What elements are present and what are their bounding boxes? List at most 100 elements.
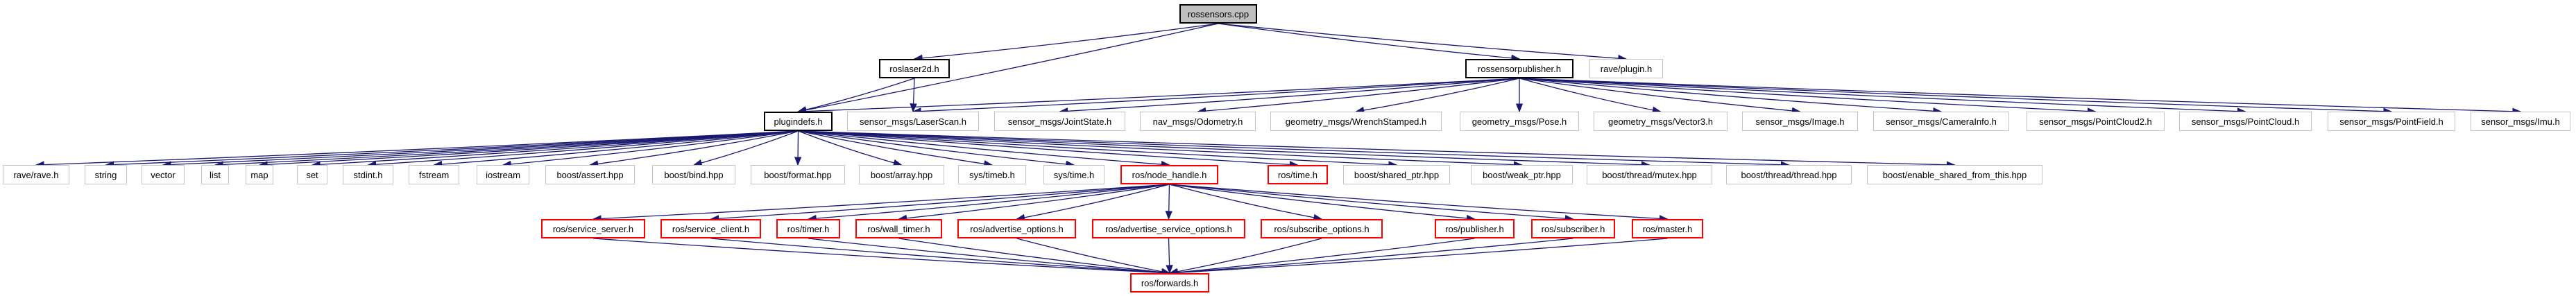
edge-plugindefs-to-list — [214, 130, 799, 168]
edge-plugindefs-to-stdint — [367, 130, 799, 168]
edge-master-to-forwards — [1168, 238, 1668, 277]
edge-advertise_service_options-to-forwards — [1166, 238, 1173, 275]
graph-node-ros_time[interactable]: ros/time.h — [1268, 165, 1328, 184]
graph-node-list[interactable]: list — [201, 165, 229, 184]
graph-node-node_handle[interactable]: ros/node_handle.h — [1120, 165, 1218, 184]
graph-node-pointcloud[interactable]: sensor_msgs/PointCloud.h — [2179, 112, 2312, 131]
graph-node-master[interactable]: ros/master.h — [1632, 219, 1703, 238]
edge-rossensors_cpp-to-rave_plugin — [1218, 23, 1628, 62]
graph-node-image[interactable]: sensor_msgs/Image.h — [1742, 112, 1858, 131]
graph-node-wall_timer[interactable]: ros/wall_timer.h — [855, 219, 942, 238]
edge-plugindefs-to-boost_bind — [692, 130, 799, 166]
edge-plugindefs-to-boost_array — [798, 130, 903, 166]
edge-rossensorpublisher-to-pointcloud — [1519, 78, 2246, 115]
edge-rossensorpublisher-to-image — [1519, 78, 1801, 115]
graph-node-publisher[interactable]: ros/publisher.h — [1435, 219, 1515, 238]
graph-node-set[interactable]: set — [297, 165, 327, 184]
graph-node-plugindefs[interactable]: plugindefs.h — [764, 112, 833, 131]
graph-node-pointcloud2[interactable]: sensor_msgs/PointCloud2.h — [2027, 112, 2165, 131]
edge-plugindefs-to-vector — [162, 130, 799, 168]
graph-node-rossensorpublisher[interactable]: rossensorpublisher.h — [1465, 59, 1573, 78]
graph-node-rave_plugin[interactable]: rave/plugin.h — [1589, 59, 1663, 78]
edge-node_handle-to-wall_timer — [898, 184, 1170, 222]
edge-rossensorpublisher-to-pointcloud2 — [1519, 78, 2097, 115]
graph-node-sys_timeb[interactable]: sys/timeb.h — [958, 165, 1026, 184]
edge-timer-to-forwards — [808, 238, 1171, 277]
edge-plugindefs-to-weak_ptr — [798, 130, 1523, 168]
edge-node_handle-to-advertise_options — [1016, 184, 1170, 221]
edge-plugindefs-to-rave_rave — [35, 130, 799, 168]
edge-rossensors_cpp-to-rossensorpublisher — [1218, 23, 1521, 62]
graph-node-rossensors_cpp[interactable]: rossensors.cpp — [1179, 4, 1257, 24]
edge-node_handle-to-publisher — [1169, 184, 1476, 223]
graph-node-boost_array[interactable]: boost/array.hpp — [859, 165, 944, 184]
edge-rossensorpublisher-to-wrenchstamped — [1355, 78, 1520, 114]
graph-node-weak_ptr[interactable]: boost/weak_ptr.hpp — [1471, 165, 1573, 184]
edge-rossensorpublisher-to-pointfield — [1519, 78, 2393, 115]
edge-rossensorpublisher-to-imu — [1519, 78, 2522, 115]
graph-node-service_client[interactable]: ros/service_client.h — [660, 219, 761, 238]
graph-node-camerainfo[interactable]: sensor_msgs/CameraInfo.h — [1873, 112, 2009, 131]
edge-plugindefs-to-boost_assert — [589, 130, 799, 168]
edge-rossensorpublisher-to-plugindefs — [797, 78, 1520, 115]
graph-node-boost_assert[interactable]: boost/assert.hpp — [545, 165, 635, 184]
edge-publisher-to-forwards — [1168, 238, 1475, 277]
graph-node-timer[interactable]: ros/timer.h — [776, 219, 840, 238]
graph-node-roslaser2d[interactable]: roslaser2d.h — [879, 59, 950, 78]
graph-node-stdint[interactable]: stdint.h — [343, 165, 393, 184]
graph-node-odometry[interactable]: nav_msgs/Odometry.h — [1140, 112, 1256, 131]
graph-node-jointstate[interactable]: sensor_msgs/JointState.h — [994, 112, 1125, 131]
graph-node-advertise_service_options[interactable]: ros/advertise_service_options.h — [1092, 219, 1245, 238]
graph-node-vector3[interactable]: geometry_msgs/Vector3.h — [1594, 112, 1728, 131]
edge-roslaser2d-to-plugindefs — [797, 78, 915, 114]
edge-subscribe_options-to-forwards — [1168, 238, 1322, 275]
edge-node_handle-to-subscribe_options — [1169, 184, 1323, 221]
graph-node-boost_format[interactable]: boost/format.hpp — [751, 165, 845, 184]
edge-node_handle-to-advertise_service_options — [1165, 184, 1172, 220]
edge-node_handle-to-service_client — [710, 184, 1170, 223]
edge-plugindefs-to-node_handle — [798, 130, 1170, 168]
graph-node-rave_rave[interactable]: rave/rave.h — [3, 165, 69, 184]
edge-service_client-to-forwards — [710, 238, 1171, 277]
graph-node-forwards[interactable]: ros/forwards.h — [1130, 273, 1209, 293]
edge-plugindefs-to-shared_ptr — [798, 130, 1398, 168]
graph-node-wrenchstamped[interactable]: geometry_msgs/WrenchStamped.h — [1270, 112, 1442, 131]
edge-rossensorpublisher-to-odometry — [1197, 78, 1520, 115]
graph-node-imu[interactable]: sensor_msgs/Imu.h — [2471, 112, 2570, 131]
edge-subscriber-to-forwards — [1168, 238, 1573, 277]
graph-node-iostream[interactable]: iostream — [477, 165, 529, 184]
graph-node-string[interactable]: string — [85, 165, 127, 184]
graph-node-service_server[interactable]: ros/service_server.h — [541, 219, 645, 238]
graph-node-laserscan[interactable]: sensor_msgs/LaserScan.h — [847, 112, 979, 131]
edge-rossensors_cpp-to-plugindefs — [797, 23, 1219, 114]
edge-node_handle-to-master — [1169, 184, 1669, 223]
graph-node-vector[interactable]: vector — [142, 165, 185, 184]
graph-node-pose[interactable]: geometry_msgs/Pose.h — [1460, 112, 1579, 131]
edge-plugindefs-to-string — [105, 130, 799, 168]
edge-node_handle-to-service_server — [592, 184, 1170, 223]
graph-node-subscriber[interactable]: ros/subscriber.h — [1531, 219, 1615, 238]
graph-node-shared_ptr[interactable]: boost/shared_ptr.hpp — [1343, 165, 1450, 184]
edge-rossensorpublisher-to-jointstate — [1059, 78, 1520, 115]
edge-plugindefs-to-fstream — [433, 130, 799, 168]
graph-node-mutex[interactable]: boost/thread/mutex.hpp — [1587, 165, 1712, 184]
graph-node-map[interactable]: map — [246, 165, 273, 184]
edge-plugindefs-to-sys_time — [798, 130, 1075, 168]
graph-node-enable_shared[interactable]: boost/enable_shared_from_this.hpp — [1867, 165, 2042, 184]
graph-node-subscribe_options[interactable]: ros/subscribe_options.h — [1261, 219, 1383, 238]
graph-node-boost_bind[interactable]: boost/bind.hpp — [652, 165, 735, 184]
edge-plugindefs-to-iostream — [502, 130, 799, 168]
graph-node-fstream[interactable]: fstream — [409, 165, 459, 184]
edge-rossensorpublisher-to-vector3 — [1519, 78, 1662, 114]
graph-node-pointfield[interactable]: sensor_msgs/PointField.h — [2328, 112, 2455, 131]
graph-node-sys_time[interactable]: sys/time.h — [1043, 165, 1104, 184]
graph-node-advertise_options[interactable]: ros/advertise_options.h — [957, 219, 1076, 238]
edge-wall_timer-to-forwards — [898, 238, 1171, 276]
edge-plugindefs-to-boost_format — [794, 130, 802, 166]
edge-node_handle-to-subscriber — [1169, 184, 1574, 223]
graph-node-thread[interactable]: boost/thread/thread.hpp — [1726, 165, 1852, 184]
edge-rossensorpublisher-to-laserscan — [912, 78, 1520, 115]
edge-plugindefs-to-thread — [798, 130, 1790, 168]
